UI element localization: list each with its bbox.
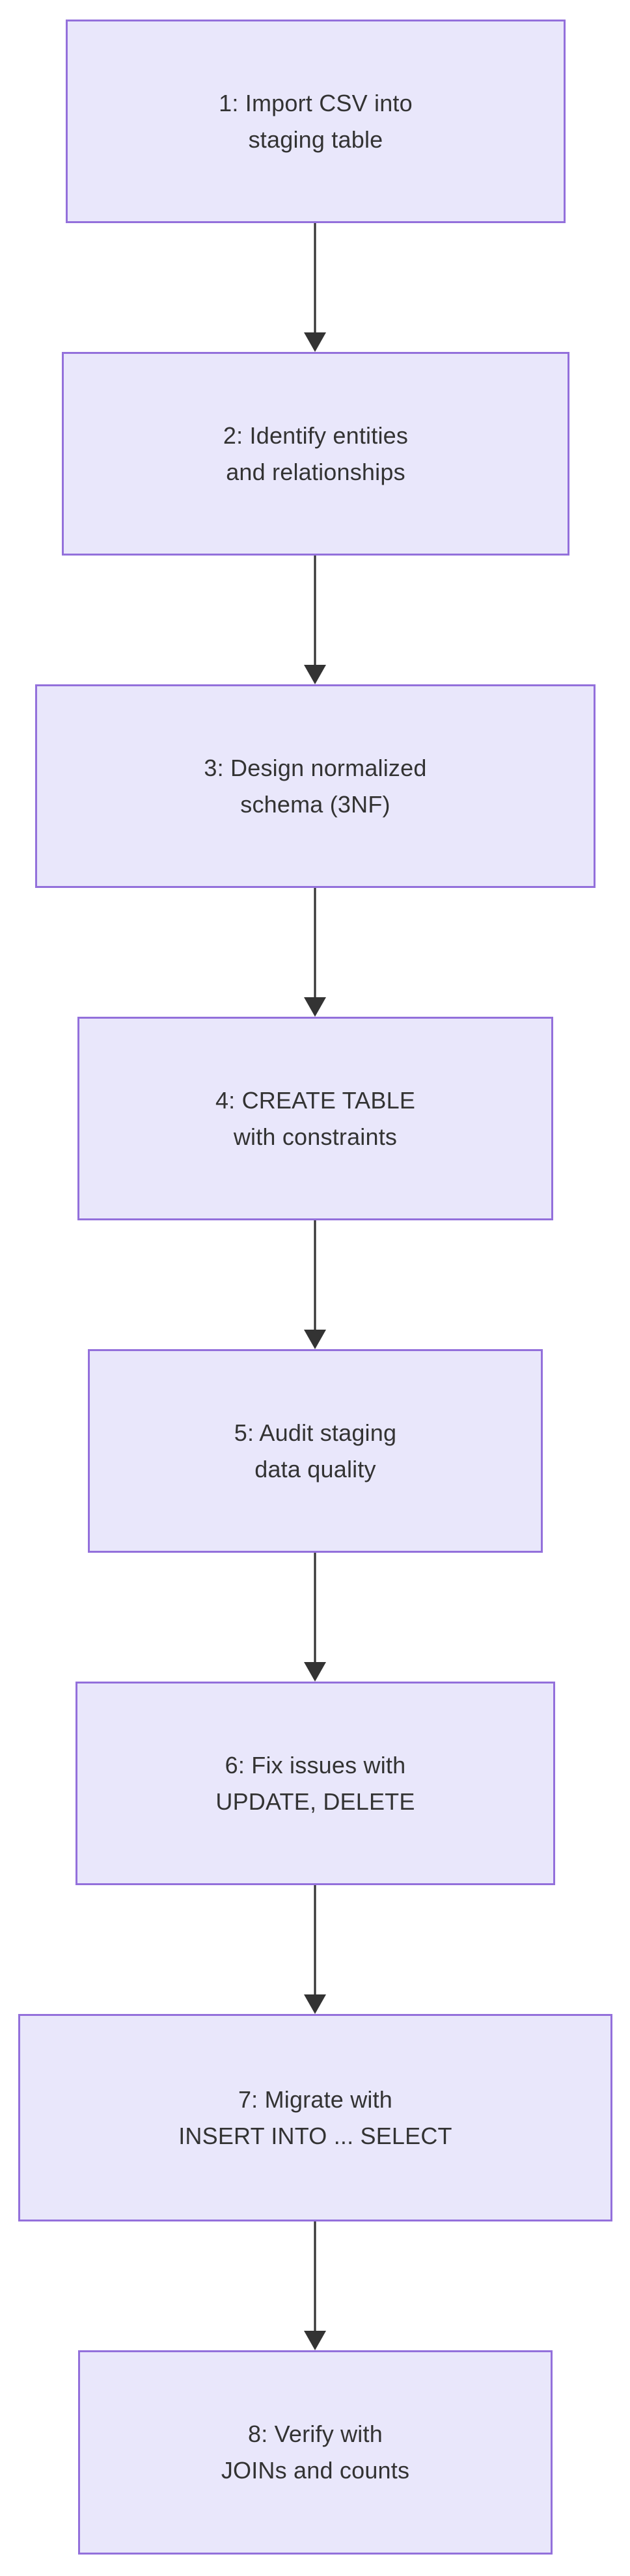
flow-node-3[interactable]: 3: Design normalized schema (3NF) [35, 684, 596, 888]
flow-edge-4 [304, 1220, 326, 1349]
arrow-head-icon [304, 1330, 326, 1349]
flow-node-7-label: 7: Migrate with INSERT INTO ... SELECT [178, 2086, 452, 2149]
flow-node-8-label: 8: Verify with JOINs and counts [221, 2421, 410, 2484]
flow-edge-5 [304, 1553, 326, 1682]
arrow-head-icon [304, 332, 326, 352]
flow-edge-2 [304, 556, 326, 684]
flow-node-5-label: 5: Audit staging data quality [234, 1419, 397, 1483]
flow-node-3-label: 3: Design normalized schema (3NF) [204, 754, 427, 818]
arrow-head-icon [304, 1994, 326, 2014]
flow-node-7[interactable]: 7: Migrate with INSERT INTO ... SELECT [18, 2014, 612, 2221]
flow-edge-3 [304, 888, 326, 1017]
flow-node-5[interactable]: 5: Audit staging data quality [88, 1349, 543, 1553]
flow-node-8[interactable]: 8: Verify with JOINs and counts [78, 2350, 553, 2555]
flow-node-1[interactable]: 1: Import CSV into staging table [66, 20, 566, 223]
flow-node-4[interactable]: 4: CREATE TABLE with constraints [77, 1017, 553, 1220]
flow-node-6[interactable]: 6: Fix issues with UPDATE, DELETE [75, 1682, 555, 1885]
arrow-head-icon [304, 997, 326, 1017]
arrow-head-icon [304, 665, 326, 684]
arrow-head-icon [304, 2331, 326, 2350]
flow-node-4-label: 4: CREATE TABLE with constraints [215, 1086, 416, 1150]
flow-node-2-label: 2: Identify entities and relationships [223, 422, 409, 485]
flow-node-2[interactable]: 2: Identify entities and relationships [62, 352, 569, 556]
flow-edge-7 [304, 2221, 326, 2350]
arrow-head-icon [304, 1662, 326, 1682]
flow-node-1-label: 1: Import CSV into staging table [219, 89, 413, 153]
flow-edge-6 [304, 1885, 326, 2014]
flow-node-6-label: 6: Fix issues with UPDATE, DELETE [215, 1751, 415, 1815]
flow-edge-1 [304, 223, 326, 352]
